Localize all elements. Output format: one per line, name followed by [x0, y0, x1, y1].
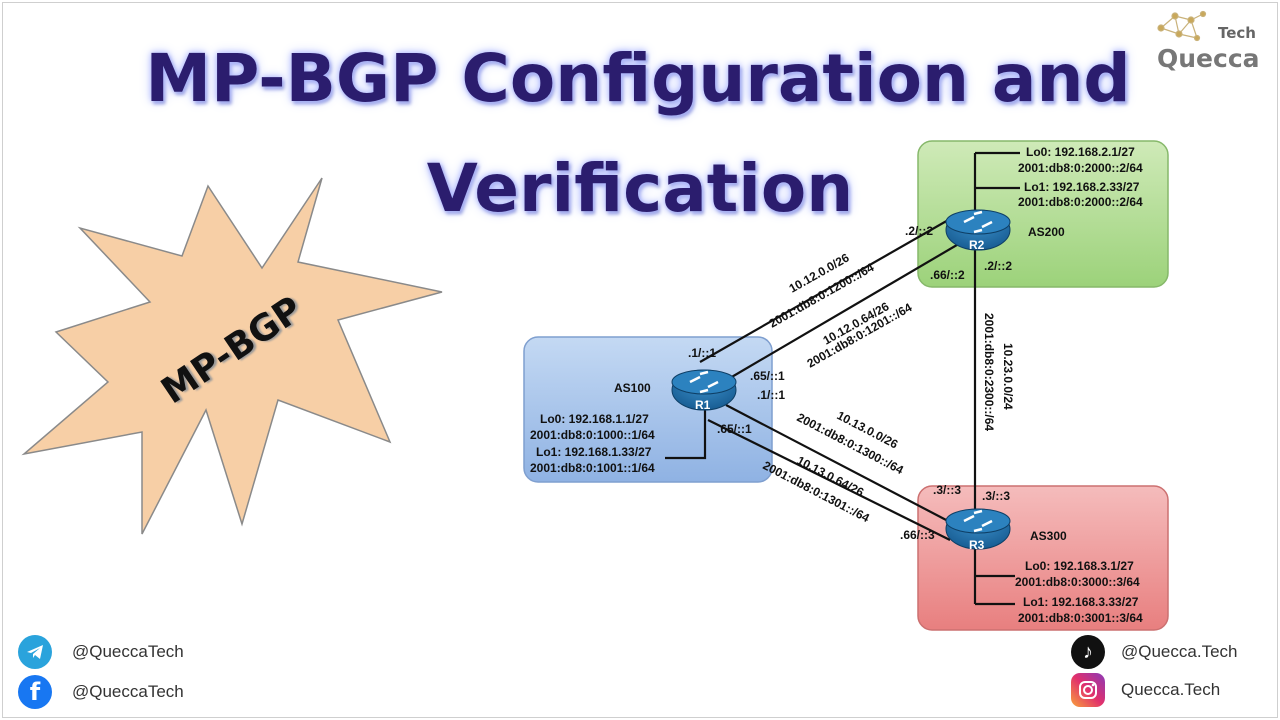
tiktok-handle: @Quecca.Tech: [1121, 642, 1238, 661]
social-facebook[interactable]: f @QueccaTech: [18, 675, 184, 709]
as100-lo1-v4: Lo1: 192.168.1.33/27: [536, 445, 652, 459]
r2-loopback-lines: [973, 151, 1020, 216]
logo-network-icon: [1157, 10, 1207, 42]
as200-label: AS200: [1028, 225, 1065, 239]
r3-loopback-lines: [973, 540, 1015, 606]
facebook-icon: f: [18, 675, 52, 709]
telegram-handle: @QueccaTech: [72, 642, 184, 661]
starburst-shape: [21, 177, 443, 535]
social-tiktok[interactable]: ♪ @Quecca.Tech: [1071, 635, 1237, 669]
logo-tech-text: Tech: [1218, 24, 1256, 42]
as300-label: AS300: [1030, 529, 1067, 543]
social-instagram[interactable]: Quecca.Tech: [1071, 673, 1220, 707]
r1-loopback-lines: [665, 410, 707, 460]
r2-iface-a: .2/::2: [905, 224, 933, 238]
as300-lo0-v4: Lo0: 192.168.3.1/27: [1025, 559, 1134, 573]
social-telegram[interactable]: @QueccaTech: [18, 635, 184, 669]
as300-lo1-v6: 2001:db8:0:3001::3/64: [1018, 611, 1143, 625]
as200-lo0-v4: Lo0: 192.168.2.1/27: [1026, 145, 1135, 159]
r2-iface-b: .66/::2: [930, 268, 965, 282]
r3-iface-c: .66/::3: [900, 528, 935, 542]
title-line-1: MP-BGP Configuration and: [145, 40, 1131, 117]
link-r2-r3-v6: 2001:db8:0:2300::/64: [982, 313, 996, 431]
router-r1-label: R1: [695, 398, 711, 412]
r3-iface-b: .3/::3: [982, 489, 1010, 503]
router-r3-label: R3: [969, 538, 985, 552]
link-r2-r3-v4: 10.23.0.0/24: [1001, 343, 1015, 410]
link-r1-r2-a: [699, 218, 951, 363]
instagram-handle: Quecca.Tech: [1121, 680, 1221, 699]
telegram-icon: [18, 635, 52, 669]
as100-lo0-v6: 2001:db8:0:1000::1/64: [530, 428, 655, 442]
r2-iface-c: .2/::2: [984, 259, 1012, 273]
router-r2-label: R2: [969, 238, 985, 252]
as100-lo1-v6: 2001:db8:0:1001::1/64: [530, 461, 655, 475]
router-r2-icon: [945, 209, 1011, 251]
r1-iface-d: .65/::1: [717, 422, 752, 436]
as300-lo0-v6: 2001:db8:0:3000::3/64: [1015, 575, 1140, 589]
logo-quecca-text: Quecca: [1157, 44, 1260, 73]
r1-iface-a: .1/::1: [688, 346, 716, 360]
as200-lo1-v6: 2001:db8:0:2000::2/64: [1018, 195, 1143, 209]
tiktok-icon: ♪: [1071, 635, 1105, 669]
link-r1-r3-b: [707, 419, 951, 541]
r1-iface-c: .1/::1: [757, 388, 785, 402]
as100-label: AS100: [614, 381, 651, 395]
facebook-handle: @QueccaTech: [72, 682, 184, 701]
as200-box: [917, 140, 1169, 288]
router-r1-icon: [671, 369, 737, 411]
router-r3-icon: [945, 508, 1011, 550]
link-r1-r3-a: [725, 404, 951, 523]
link-r1-r2-b: [729, 241, 963, 379]
instagram-icon: [1071, 673, 1105, 707]
as100-lo0-v4: Lo0: 192.168.1.1/27: [540, 412, 649, 426]
r1-iface-b: .65/::1: [750, 369, 785, 383]
as200-lo1-v4: Lo1: 192.168.2.33/27: [1024, 180, 1140, 194]
title-line-2: Verification: [426, 150, 854, 227]
as200-lo0-v6: 2001:db8:0:2000::2/64: [1018, 161, 1143, 175]
as300-lo1-v4: Lo1: 192.168.3.33/27: [1023, 595, 1139, 609]
r3-iface-a: .3/::3: [933, 483, 961, 497]
mp-bgp-starburst: [21, 177, 443, 535]
